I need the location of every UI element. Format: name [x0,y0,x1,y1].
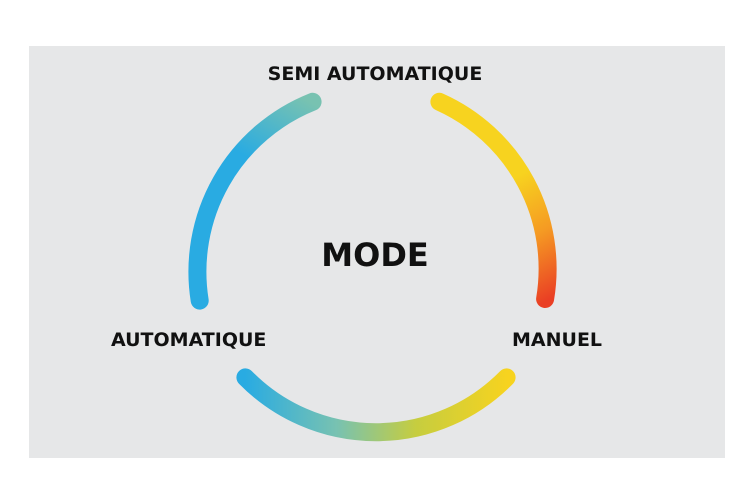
center-title-mode: MODE [321,236,429,274]
arc-manuel-to-automatique [236,368,516,442]
node-label-semi-automatique: SEMI AUTOMATIQUE [267,63,483,85]
arc-semi-to-manuel [430,92,557,308]
node-label-manuel: MANUEL [512,329,603,351]
diagram-background [29,46,725,458]
arc-automatique-to-semi [188,92,322,310]
node-label-automatique: AUTOMATIQUE [111,329,267,351]
